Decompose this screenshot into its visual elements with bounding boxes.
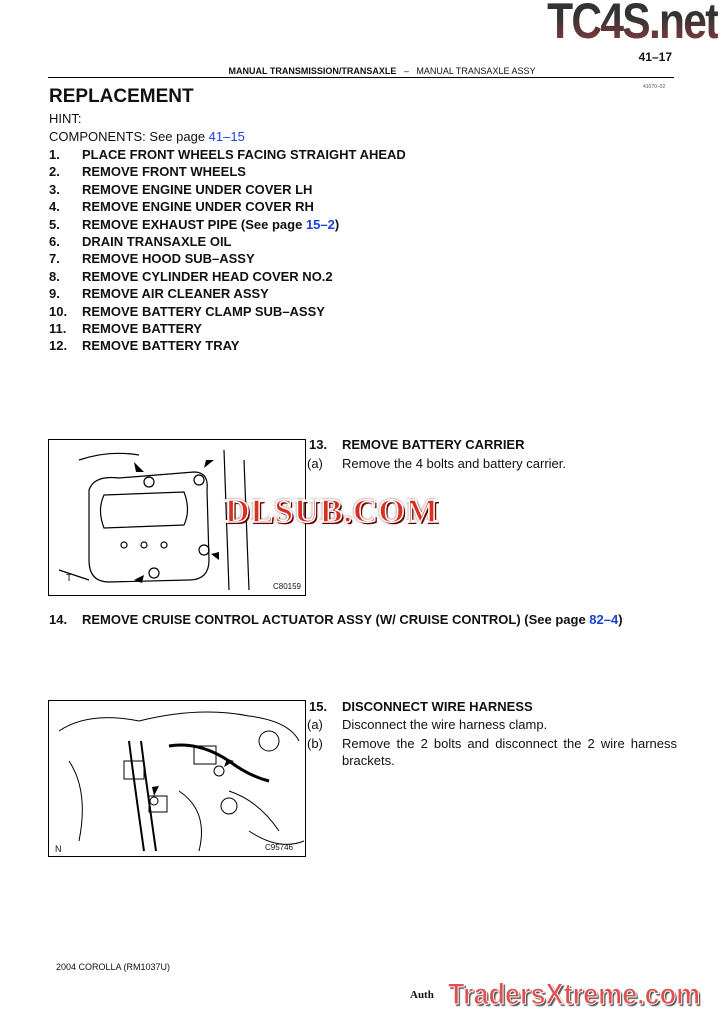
substep-text: Remove the 2 bolts and disconnect the 2 … — [342, 736, 677, 768]
header-rule — [48, 77, 674, 78]
step-text: REMOVE ENGINE UNDER COVER LH — [82, 181, 313, 197]
step-number: 15. — [309, 699, 328, 714]
hint-label: HINT: — [49, 111, 82, 126]
step-4: 4. REMOVE ENGINE UNDER COVER RH — [49, 199, 314, 215]
battery-carrier-illustration — [58, 449, 250, 591]
step-text: REMOVE BATTERY CLAMP SUB–ASSY — [82, 303, 325, 319]
step-number: 13. — [309, 437, 328, 452]
section-main: MANUAL TRANSMISSION/TRANSAXLE — [228, 66, 397, 76]
step-number: 6. — [49, 234, 60, 249]
figure-mark: T — [66, 573, 73, 584]
step-14-link[interactable]: 82–4 — [589, 612, 619, 627]
step-9: 9. REMOVE AIR CLEANER ASSY — [49, 286, 269, 302]
step-7: 7. REMOVE HOOD SUB–ASSY — [49, 251, 255, 267]
substep-text: Remove the 4 bolts and battery carrier. — [342, 456, 567, 471]
step-number: 7. — [49, 251, 60, 267]
step-2: 2. REMOVE FRONT WHEELS — [49, 164, 246, 180]
step-number: 11. — [49, 321, 67, 336]
step-text: REMOVE HOOD SUB–ASSY — [82, 251, 255, 267]
substep-text: Disconnect the wire harness clamp. — [342, 717, 548, 732]
figure-mark: N — [55, 844, 62, 854]
figure-id: C80159 — [272, 582, 301, 591]
figure-battery-carrier: T C80159 — [48, 439, 306, 596]
step-number: 9. — [49, 286, 60, 302]
step-number: 10. — [49, 303, 68, 319]
tradersxtreme-watermark: TradersXtreme.com — [448, 978, 701, 1012]
step-text: REMOVE CYLINDER HEAD COVER NO.2 — [82, 268, 333, 284]
step-text: REMOVE AIR CLEANER ASSY — [82, 286, 269, 302]
step-number: 8. — [49, 268, 60, 284]
step-1: 1. PLACE FRONT WHEELS FACING STRAIGHT AHE… — [49, 147, 406, 163]
tc4s-watermark: TC4S.net — [547, 0, 719, 46]
page-title: REPLACEMENT — [49, 86, 194, 107]
step-number: 5. — [49, 216, 60, 232]
substep-number: (b) — [307, 736, 323, 751]
page-number: 41–17 — [638, 50, 672, 64]
section-dash: – — [403, 66, 409, 76]
step-text: DRAIN TRANSAXLE OIL — [82, 234, 232, 249]
substep-number: (a) — [307, 717, 323, 732]
components-ref: COMPONENTS: See page 41–15 — [49, 129, 245, 145]
step-13: 13. REMOVE BATTERY CARRIER — [309, 437, 525, 453]
step-6: 6. DRAIN TRANSAXLE OIL — [49, 234, 232, 250]
components-link[interactable]: 41–15 — [208, 129, 245, 144]
step-10: 10. REMOVE BATTERY CLAMP SUB–ASSY — [49, 304, 325, 320]
step-number: 1. — [49, 147, 60, 162]
step-link[interactable]: 15–2 — [305, 216, 335, 232]
wire-harness-illustration — [58, 711, 305, 852]
figure-wire-harness: N C95746 — [48, 700, 306, 857]
footer-model: 2004 COROLLA (RM1037U) — [56, 962, 171, 972]
step-number: 14. — [49, 612, 68, 627]
step-3: 3. REMOVE ENGINE UNDER COVER LH — [49, 182, 312, 198]
footer-author: Auth — [410, 989, 434, 1001]
substep-number: (a) — [307, 456, 323, 471]
section-sub: MANUAL TRANSAXLE ASSY — [416, 66, 536, 76]
figure-id: C95746 — [264, 843, 293, 852]
step-number: 12. — [49, 338, 68, 354]
dlsub-watermark: DLSUB.COM — [224, 493, 439, 531]
step-15: 15. DISCONNECT WIRE HARNESS — [309, 699, 533, 715]
step-text-end: ) — [618, 612, 623, 627]
substep-15a: (a) Disconnect the wire harness clamp. — [307, 717, 677, 733]
step-text: REMOVE BATTERY CARRIER — [342, 437, 525, 452]
step-number: 4. — [49, 199, 60, 215]
step-text: PLACE FRONT WHEELS FACING STRAIGHT AHEAD — [82, 147, 406, 162]
step-11: 11. REMOVE BATTERY — [49, 321, 202, 337]
step-text-end: ) — [334, 216, 340, 232]
step-text: DISCONNECT WIRE HARNESS — [342, 699, 533, 714]
section-header: MANUAL TRANSMISSION/TRANSAXLE – MANUAL T… — [0, 66, 674, 76]
step-8: 8. REMOVE CYLINDER HEAD COVER NO.2 — [49, 269, 333, 285]
step-12: 12. REMOVE BATTERY TRAY — [49, 338, 239, 354]
step-text: REMOVE BATTERY — [82, 321, 202, 336]
step-number: 2. — [49, 164, 60, 180]
step-number: 3. — [49, 181, 60, 197]
components-text: COMPONENTS: See page — [49, 129, 209, 144]
step-text: REMOVE CRUISE CONTROL ACTUATOR ASSY (W/ … — [82, 612, 590, 627]
step-text: REMOVE EXHAUST PIPE (See page — [82, 216, 306, 232]
step-5: 5. REMOVE EXHAUST PIPE (See page 15–2) — [49, 217, 339, 233]
step-text: REMOVE ENGINE UNDER COVER RH — [82, 199, 314, 215]
step-text: REMOVE FRONT WHEELS — [82, 164, 246, 180]
doc-code: 41070–02 — [643, 84, 666, 90]
substep-15b: (b) Remove the 2 bolts and disconnect the… — [307, 735, 677, 769]
step-text: REMOVE BATTERY TRAY — [82, 338, 240, 354]
step-14: 14. REMOVE CRUISE CONTROL ACTUATOR ASSY (… — [49, 612, 623, 628]
substep-13a: (a) Remove the 4 bolts and battery carrie… — [307, 456, 566, 472]
